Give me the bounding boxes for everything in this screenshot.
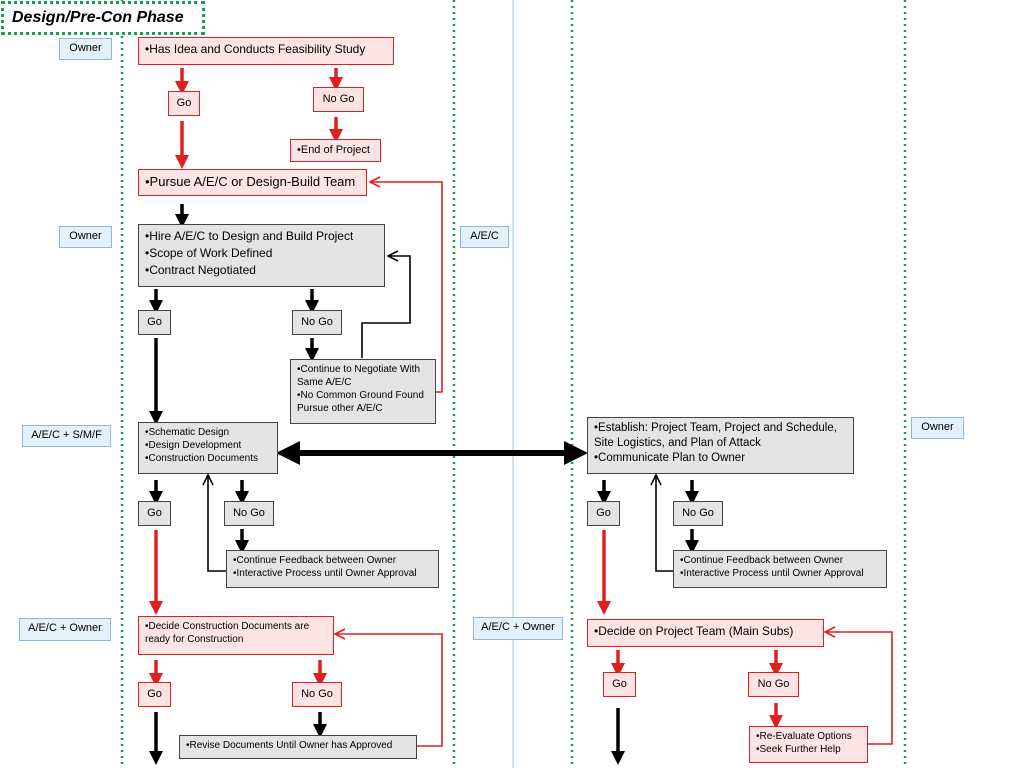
node-hire-aec: •Hire A/E/C to Design and Build Project … xyxy=(138,224,385,287)
node-no-go: No Go xyxy=(313,87,364,112)
role-label-aec: A/E/C xyxy=(460,226,509,248)
node-go: Go xyxy=(138,501,171,526)
loop-feedback-establish xyxy=(656,475,673,572)
loop-continue-hire xyxy=(361,256,411,358)
node-end-of-project: •End of Project xyxy=(290,139,381,162)
node-decide-project-team: •Decide on Project Team (Main Subs) xyxy=(587,619,824,647)
node-go: Go xyxy=(138,682,171,707)
phase-title: Design/Pre-Con Phase xyxy=(1,1,205,35)
loop-reevaluate-team xyxy=(825,632,893,745)
node-no-go: No Go xyxy=(292,310,342,335)
node-go: Go xyxy=(168,91,200,116)
node-go: Go xyxy=(138,310,171,335)
node-pursue-team: •Pursue A/E/C or Design-Build Team xyxy=(138,169,367,196)
role-label-aec-owner: A/E/C + Owner xyxy=(19,618,111,641)
node-continue-feedback: •Continue Feedback between Owner •Intera… xyxy=(673,550,887,588)
node-reevaluate-options: •Re-Evaluate Options •Seek Further Help xyxy=(749,726,868,763)
loop-continue-pursue xyxy=(370,182,443,393)
node-continue-feedback: •Continue Feedback between Owner •Intera… xyxy=(226,550,439,588)
node-establish-plan: •Establish: Project Team, Project and Sc… xyxy=(587,417,854,474)
role-label-owner: Owner xyxy=(59,226,112,248)
role-label-aec-owner: A/E/C + Owner xyxy=(473,617,563,640)
node-feasibility-study: •Has Idea and Conducts Feasibility Study xyxy=(138,37,394,65)
loop-feedback-schematic xyxy=(208,475,226,572)
node-go: Go xyxy=(587,501,620,526)
node-continue-negotiate: •Continue to Negotiate With Same A/E/C •… xyxy=(290,359,436,424)
lane-dividers xyxy=(120,0,907,768)
node-no-go: No Go xyxy=(224,501,274,526)
loop-revise-decide xyxy=(335,634,443,747)
role-label-aec-smf: A/E/C + S/M/F xyxy=(22,425,111,447)
node-go: Go xyxy=(603,672,636,697)
node-no-go: No Go xyxy=(748,672,799,697)
node-no-go: No Go xyxy=(292,682,342,707)
node-revise-documents: •Revise Documents Until Owner has Approv… xyxy=(179,735,417,759)
node-decide-construction-docs: •Decide Construction Documents are ready… xyxy=(138,616,334,655)
node-no-go: No Go xyxy=(673,501,723,526)
role-label-owner: Owner xyxy=(59,38,112,60)
role-label-owner: Owner xyxy=(911,417,964,439)
node-schematic-design: •Schematic Design •Design Development •C… xyxy=(138,422,278,474)
